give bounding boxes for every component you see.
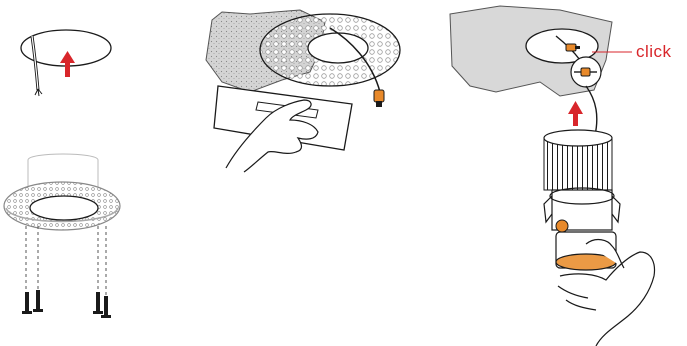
step-cut-hole <box>21 30 111 96</box>
spring-clip-left <box>544 196 552 222</box>
module-label-icon <box>556 220 568 232</box>
step-connect-module: click <box>450 6 672 346</box>
trim-ring <box>4 182 120 230</box>
step-plaster-ring <box>206 10 400 172</box>
spring-clip-right <box>612 196 620 222</box>
guide-lines <box>26 226 106 296</box>
screw-icon <box>101 296 111 318</box>
step-mount-trim <box>4 154 120 318</box>
up-arrow-icon <box>568 101 583 126</box>
click-callout: click <box>636 42 672 61</box>
cable-wire-ends <box>35 89 42 96</box>
perforated-ring <box>260 14 400 86</box>
cable-connector-icon <box>374 90 384 107</box>
screw-icon <box>33 290 43 312</box>
screw-icon <box>93 292 103 314</box>
screw-icon <box>22 292 32 314</box>
